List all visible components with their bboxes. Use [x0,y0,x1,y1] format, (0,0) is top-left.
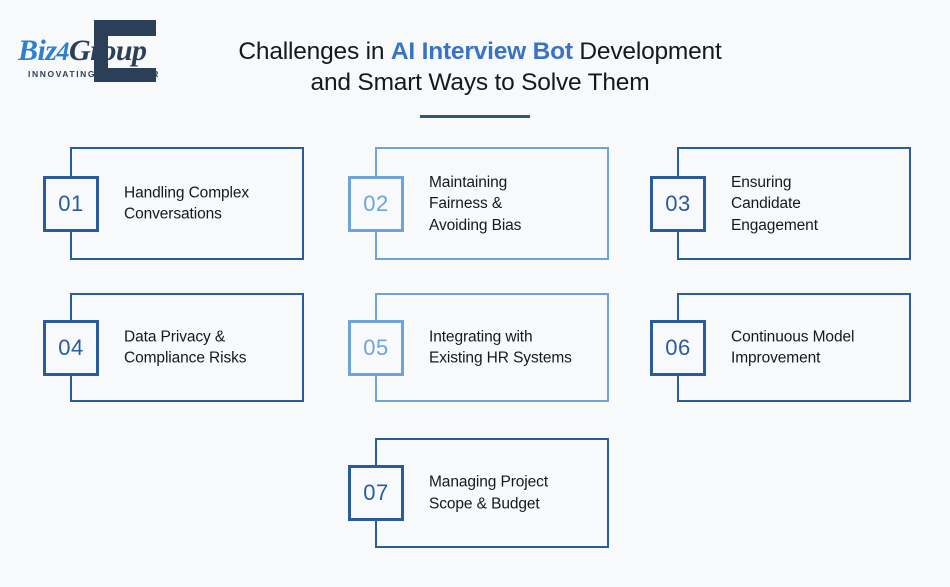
page-title-line-1: Challenges in AI Interview Bot Developme… [215,36,745,67]
challenge-label-05: Integrating with Existing HR Systems [429,328,572,367]
page-title-text-before: Challenges in [238,38,391,65]
logo-text-four: 4 [56,37,70,66]
challenge-number-02: 02 [348,175,404,232]
challenge-number-07: 07 [348,465,404,521]
brand-logo: Biz4Group INNOVATING TOGETHER [18,18,178,90]
challenge-card-07[interactable]: 07 Managing Project Scope & Budget [348,438,609,548]
challenge-card-03[interactable]: 03 Ensuring Candidate Engagement [650,147,911,260]
challenge-label-02: Maintaining Fairness & Avoiding Bias [429,173,522,234]
challenge-number-01: 01 [43,175,99,232]
challenge-label-03: Ensuring Candidate Engagement [731,173,818,234]
challenge-label-06: Continuous Model Improvement [731,328,855,367]
challenge-number-03: 03 [650,175,706,232]
challenge-number-04: 04 [43,319,99,376]
challenge-card-05[interactable]: 05 Integrating with Existing HR Systems [348,293,609,402]
page-title: Challenges in AI Interview Bot Developme… [215,36,745,118]
logo-text-biz: Biz [18,34,57,67]
page-title-text-after: Development [572,38,722,65]
challenge-card-02[interactable]: 02 Maintaining Fairness & Avoiding Bias [348,147,609,260]
challenge-card-01[interactable]: 01 Handling Complex Conversations [43,147,304,260]
challenge-card-04[interactable]: 04 Data Privacy & Compliance Risks [43,293,304,402]
page-title-highlight: AI Interview Bot [390,38,573,65]
header: Biz4Group INNOVATING TOGETHER Challenges… [0,0,950,132]
challenge-label-01: Handling Complex Conversations [124,184,250,223]
challenge-label-07: Managing Project Scope & Budget [429,473,549,513]
challenge-label-04: Data Privacy & Compliance Risks [124,328,247,367]
logo-tagline: INNOVATING TOGETHER [28,69,160,79]
title-underline-rule [420,115,530,118]
page-title-line-2: and Smart Ways to Solve Them [310,69,650,96]
challenge-number-05: 05 [348,319,404,376]
logo-text-group: Group [69,34,147,67]
challenge-card-06[interactable]: 06 Continuous Model Improvement [650,293,911,402]
challenge-number-06: 06 [650,319,706,376]
logo-wordmark: Biz4Group [18,36,150,66]
logo-notch-shape [108,34,156,68]
